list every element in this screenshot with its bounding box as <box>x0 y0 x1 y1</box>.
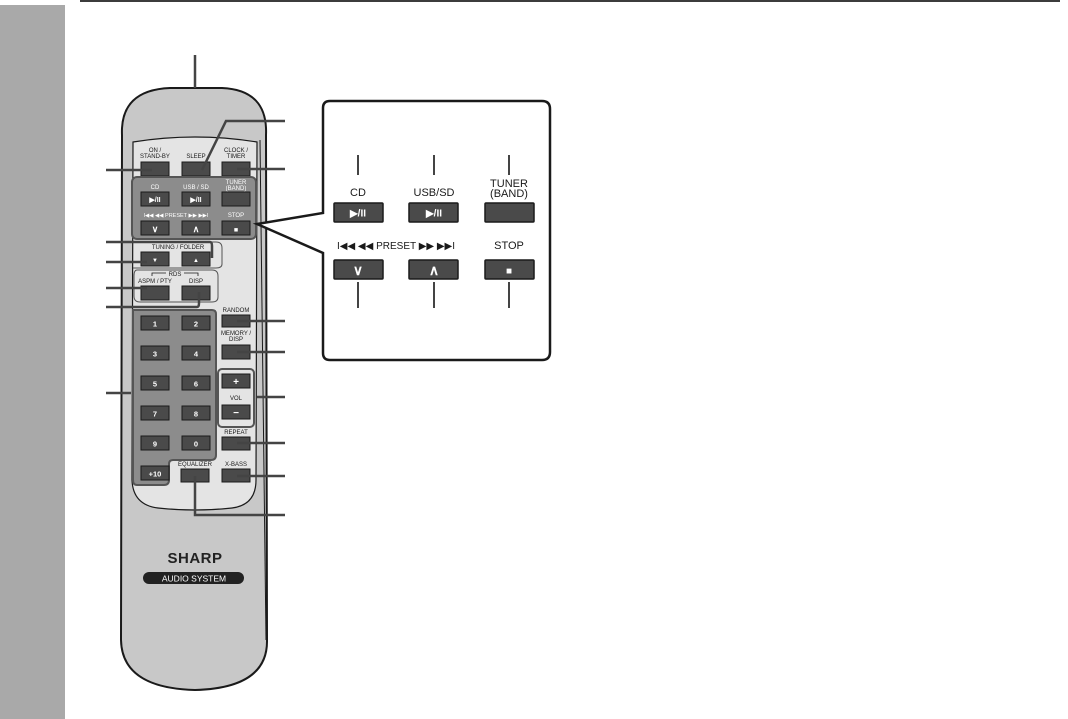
triangle-up-icon: ▲ <box>193 258 199 264</box>
zoom-callout-box <box>252 99 552 362</box>
callout-cd-play-pause-icon: ▶/II <box>349 209 366 220</box>
label-usb-sd: USB / SD <box>183 185 209 191</box>
callout-line-equalizer <box>193 476 285 517</box>
label-aspm-pty: ASPM / PTY <box>138 279 172 285</box>
tuning-down-button[interactable] <box>140 251 170 267</box>
numpad-key-label: 6 <box>194 380 198 389</box>
callout-cd-play-pause-button[interactable] <box>333 202 384 223</box>
numpad-key-label: 8 <box>194 410 198 419</box>
numpad-key-label: 3 <box>153 350 157 359</box>
label-random: RANDOM <box>223 308 250 314</box>
chevron-up-icon: ∧ <box>193 224 200 234</box>
numpad-key-3[interactable] <box>140 345 170 361</box>
label-cd: CD <box>151 185 160 191</box>
label-standby: STAND-BY <box>140 154 170 160</box>
preset-up-button[interactable] <box>181 220 211 236</box>
callout-preset-up-button[interactable] <box>408 259 459 280</box>
label-band: (BAND) <box>226 186 247 192</box>
callout-label-preset: I◀◀ ◀◀ PRESET ▶▶ ▶▶I <box>337 241 455 252</box>
volume-up-button[interactable] <box>221 373 251 389</box>
label-repeat: REPEAT <box>224 430 248 436</box>
numpad-key-label: 1 <box>153 320 157 329</box>
chevron-down-icon: ∨ <box>152 224 159 234</box>
numpad: 1 2 3 4 5 6 7 8 9 0 +10 <box>140 315 211 481</box>
label-memory-disp: DISP <box>229 337 243 343</box>
callout-chevron-down-icon: ∨ <box>353 262 363 278</box>
numpad-key-6[interactable] <box>181 375 211 391</box>
label-tuner: TUNER <box>226 180 247 186</box>
audio-system-badge <box>143 572 244 584</box>
label-equalizer: EQUALIZER <box>178 462 213 468</box>
numpad-group <box>132 309 217 486</box>
stop-icon: ■ <box>234 227 238 234</box>
callout-tuner-band-button[interactable] <box>484 202 535 223</box>
header-rule <box>80 0 1060 2</box>
rds-disp-button[interactable] <box>181 285 211 301</box>
triangle-down-icon: ▼ <box>152 258 158 264</box>
numpad-key-label: 0 <box>194 440 198 449</box>
numpad-key-label: 2 <box>194 320 198 329</box>
minus-icon: − <box>233 408 239 419</box>
numpad-key-label: 4 <box>194 350 199 359</box>
label-clock: CLOCK / <box>224 148 248 154</box>
numpad-key-5[interactable] <box>140 375 170 391</box>
cd-play-pause-button[interactable] <box>140 191 170 207</box>
numpad-key-7[interactable] <box>140 405 170 421</box>
label-sleep: SLEEP <box>186 154 205 160</box>
plus-icon: + <box>233 377 239 388</box>
aspm-pty-button[interactable] <box>140 285 170 301</box>
label-timer: TIMER <box>227 154 246 160</box>
right-callouts <box>193 119 285 517</box>
label-stop: STOP <box>228 213 244 219</box>
callout-label-tuner: TUNER <box>490 178 528 190</box>
numpad-key-label: 7 <box>153 410 157 419</box>
numpad-key-label: 5 <box>153 380 157 389</box>
numpad-key-label: 9 <box>153 440 157 449</box>
label-vol: VOL <box>230 396 243 402</box>
brand-logo: SHARP <box>167 550 222 567</box>
volume-down-button[interactable] <box>221 404 251 420</box>
tuner-band-button[interactable] <box>221 191 251 207</box>
callout-line-rds-disp <box>106 292 201 309</box>
numpad-key-8[interactable] <box>181 405 211 421</box>
audio-system-text: AUDIO SYSTEM <box>162 574 226 584</box>
callout-usb-play-pause-icon: ▶/II <box>425 209 442 220</box>
callout-label-stop: STOP <box>494 240 524 252</box>
numpad-key-label: +10 <box>149 470 162 479</box>
numpad-key-9[interactable] <box>140 435 170 451</box>
numpad-key-1[interactable] <box>140 315 170 331</box>
label-rds: RDS <box>169 272 182 278</box>
volume-group <box>217 368 255 428</box>
label-memory: MEMORY / <box>221 331 251 337</box>
numpad-key-2[interactable] <box>181 315 211 331</box>
callout-label-band: (BAND) <box>490 188 528 200</box>
label-on: ON / <box>149 148 162 154</box>
left-callouts <box>106 168 214 395</box>
callout-box-leader-lines <box>357 155 510 308</box>
usb-sd-play-pause-button[interactable] <box>181 191 211 207</box>
numpad-key-4[interactable] <box>181 345 211 361</box>
stop-button[interactable] <box>221 220 251 236</box>
callout-stop-icon: ■ <box>506 266 512 277</box>
callout-label-usb-sd: USB/SD <box>414 187 455 199</box>
page-side-tab <box>0 5 65 719</box>
callout-line-sleep <box>200 119 285 171</box>
callout-label-cd: CD <box>350 187 366 199</box>
callout-stop-button[interactable] <box>484 259 535 280</box>
tuning-up-button[interactable] <box>181 251 211 267</box>
label-xbass: X-BASS <box>225 462 247 468</box>
callout-preset-down-button[interactable] <box>333 259 384 280</box>
callout-chevron-up-icon: ∧ <box>429 262 439 278</box>
usb-play-pause-icon: ▶/II <box>189 197 201 204</box>
callout-usb-play-pause-button[interactable] <box>408 202 459 223</box>
label-tuning-folder: TUNING / FOLDER <box>152 245 205 251</box>
cd-play-pause-icon: ▶/II <box>148 197 160 204</box>
label-rds-disp: DISP <box>189 279 203 285</box>
label-preset: I◀◀ ◀◀ PRESET ▶▶ ▶▶I <box>144 213 209 219</box>
preset-down-button[interactable] <box>140 220 170 236</box>
numpad-key-0[interactable] <box>181 435 211 451</box>
numpad-key-plus10[interactable] <box>140 465 170 481</box>
callout-line-tuning-up <box>106 240 214 258</box>
